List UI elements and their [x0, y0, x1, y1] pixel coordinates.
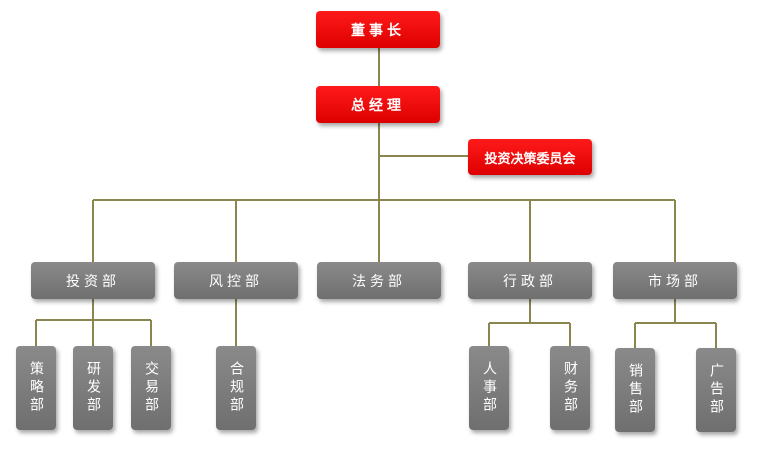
- node-chairman: 董事长: [316, 11, 440, 48]
- node-dept-admin: 行政部: [468, 262, 592, 299]
- dept-legal-label: 法务部: [352, 273, 406, 290]
- sub-strategy-label: 策略部: [28, 361, 44, 415]
- node-chairman-label: 董事长: [351, 22, 405, 39]
- node-committee-label: 投资决策委员会: [484, 151, 576, 167]
- node-sub-finance: 财务部: [550, 346, 590, 430]
- node-investment-committee: 投资决策委员会: [468, 139, 592, 175]
- node-sub-research: 研发部: [73, 346, 113, 430]
- node-sub-strategy: 策略部: [16, 346, 56, 430]
- dept-risk-label: 风控部: [209, 273, 263, 290]
- node-dept-risk: 风控部: [174, 262, 298, 299]
- node-gm-label: 总经理: [351, 97, 405, 114]
- dept-investment-label: 投资部: [66, 273, 120, 290]
- sub-research-label: 研发部: [85, 361, 101, 415]
- sub-compliance-label: 合规部: [228, 361, 244, 415]
- node-sub-compliance: 合规部: [216, 346, 256, 430]
- sub-finance-label: 财务部: [562, 361, 578, 415]
- sub-trading-label: 交易部: [143, 361, 159, 415]
- sub-sales-label: 销售部: [627, 363, 643, 417]
- node-general-manager: 总经理: [316, 86, 440, 123]
- node-sub-trading: 交易部: [131, 346, 171, 430]
- node-dept-investment: 投资部: [31, 262, 155, 299]
- dept-admin-label: 行政部: [503, 273, 557, 290]
- sub-ads-label: 广告部: [708, 363, 724, 417]
- sub-hr-label: 人事部: [481, 361, 497, 415]
- node-sub-sales: 销售部: [615, 348, 655, 432]
- dept-market-label: 市场部: [648, 273, 702, 290]
- node-sub-hr: 人事部: [469, 346, 509, 430]
- node-dept-market: 市场部: [613, 262, 737, 299]
- node-dept-legal: 法务部: [317, 262, 441, 299]
- node-sub-ads: 广告部: [696, 348, 736, 432]
